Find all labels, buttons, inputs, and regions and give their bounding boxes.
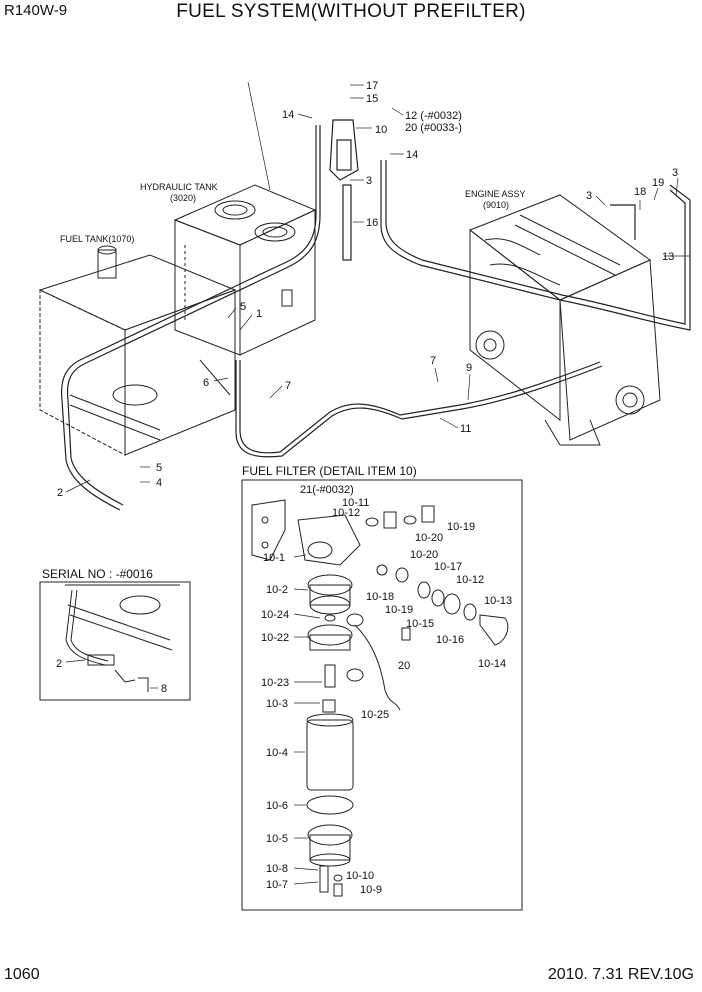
callout-14-left: 14: [282, 109, 294, 121]
caption-fuel-filter-detail: FUEL FILTER (DETAIL ITEM 10): [242, 464, 417, 478]
callout-10-25: 10-25: [361, 709, 389, 721]
callout-1: 1: [256, 308, 262, 320]
hydraulic-tank-drawing: [173, 184, 317, 356]
callout-10-19-mid: 10-19: [385, 604, 413, 616]
callout-10-7: 10-7: [266, 879, 288, 891]
callout-14-right: 14: [406, 149, 418, 161]
callout-10: 10: [375, 124, 387, 136]
callout-12: 12 (-#0032): [405, 110, 462, 122]
caption-fuel-tank: FUEL TANK(1070): [60, 234, 134, 244]
callout-10-19-top: 10-19: [447, 521, 475, 533]
callout-7-right: 7: [430, 355, 436, 367]
serial-inset-box: [39, 581, 191, 701]
callout-5-top: 5: [240, 301, 246, 313]
revision-date: 2010. 7.31 REV.10G: [547, 966, 694, 983]
callout-3-engine: 3: [586, 190, 592, 202]
callout-10-3: 10-3: [266, 698, 288, 710]
callout-10-22: 10-22: [261, 632, 289, 644]
callout-2-inset: 2: [56, 658, 62, 670]
callout-10-20-mid: 10-20: [410, 549, 438, 561]
fuel-lines: [60, 119, 691, 511]
callout-11: 11: [460, 423, 471, 435]
callouts-main: 17 15 12 (-#0032) 20 (#0033-) 14 10 14 3…: [57, 80, 678, 499]
callout-7-left: 7: [285, 380, 291, 392]
callout-17: 17: [366, 80, 378, 92]
fuel-filter-parts: [251, 499, 509, 897]
callout-10-23: 10-23: [261, 677, 289, 689]
callout-4: 4: [156, 477, 162, 489]
caption-engine-assy: ENGINE ASSY: [465, 189, 526, 199]
callout-10-12-top: 10-12: [332, 507, 360, 519]
caption-engine-assy-code: (9010): [483, 200, 509, 210]
callout-5-bottom: 5: [156, 462, 162, 474]
callout-10-11: 10-11: [342, 497, 369, 509]
callout-16: 16: [366, 217, 378, 229]
callout-10-20-top: 10-20: [415, 532, 443, 544]
callouts-serial-inset: 2 8: [56, 658, 167, 695]
callout-10-12-mid: 10-12: [456, 574, 484, 586]
engine-assy-drawing: [468, 194, 661, 446]
callout-3-right: 3: [672, 167, 678, 179]
callout-3-top: 3: [366, 175, 372, 187]
callout-2: 2: [57, 487, 63, 499]
callout-9: 9: [466, 362, 472, 374]
callout-15: 15: [366, 93, 378, 105]
captions: HYDRAULIC TANK (3020) FUEL TANK(1070) EN…: [42, 182, 526, 581]
page-title: FUEL SYSTEM(WITHOUT PREFILTER): [176, 1, 526, 22]
model-code: R140W-9: [4, 2, 68, 19]
callout-10-5: 10-5: [266, 833, 288, 845]
callout-10-24: 10-24: [261, 609, 289, 621]
callout-6: 6: [203, 377, 209, 389]
serial-inset-drawing: [65, 584, 180, 692]
callout-10-13: 10-13: [484, 595, 512, 607]
fuel-filter-detail-box: [241, 479, 523, 911]
callout-10-15: 10-15: [406, 618, 434, 630]
callout-10-1: 10-1: [263, 552, 285, 564]
callout-13: 13: [662, 251, 674, 263]
callout-20-filter: 20: [398, 660, 410, 672]
callout-10-4: 10-4: [266, 747, 288, 759]
caption-hydraulic-tank: HYDRAULIC TANK: [140, 182, 218, 192]
callout-10-17: 10-17: [434, 561, 462, 573]
callout-10-10: 10-10: [346, 870, 374, 882]
callout-10-16: 10-16: [436, 634, 464, 646]
callout-10-6: 10-6: [266, 800, 288, 812]
caption-serial-no: SERIAL NO : -#0016: [42, 567, 153, 581]
caption-hydraulic-tank-code: (3020): [170, 193, 196, 203]
callout-18: 18: [634, 186, 646, 198]
leader-lines: [65, 81, 690, 493]
callout-10-2: 10-2: [266, 584, 288, 596]
callout-10-8: 10-8: [266, 863, 288, 875]
callout-8: 8: [161, 683, 167, 695]
fuel-filter-leader-lines: [293, 554, 322, 885]
callout-10-9: 10-9: [360, 884, 382, 896]
callout-10-14: 10-14: [478, 658, 506, 670]
callout-10-18: 10-18: [366, 591, 394, 603]
callout-20: 20 (#0033-): [405, 122, 462, 134]
callout-19: 19: [652, 177, 664, 189]
callout-21: 21(-#0032): [300, 484, 354, 496]
callouts-fuel-filter: 21(-#0032) 10-11 10-12 10-19 10-20 10-1 …: [261, 484, 512, 896]
page-number: 1060: [4, 966, 40, 983]
